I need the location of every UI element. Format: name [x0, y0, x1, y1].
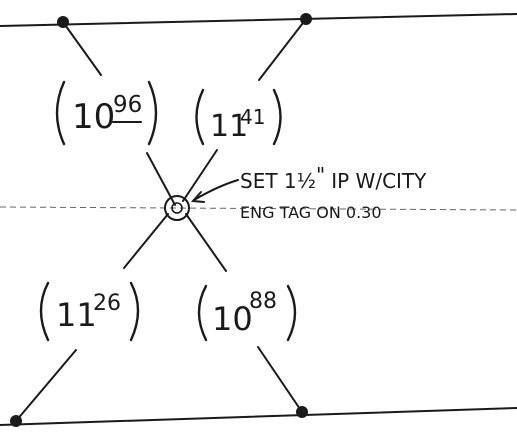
monument-note: SET 1½"IP W/CITY ENG TAG ON 0.30 — [240, 163, 427, 222]
tie-lr-fraction: 88 — [249, 289, 277, 314]
tie-upper-right-outer — [258, 18, 307, 81]
tie-lr-whole: 10 — [212, 300, 253, 338]
tie-upper-left-outer — [62, 21, 102, 76]
tie-ll-fraction: 26 — [93, 291, 121, 316]
tie-ul-whole: 10 — [72, 97, 115, 137]
note-arrow — [193, 179, 239, 201]
tie-lower-left-outer — [15, 349, 77, 422]
tie-label-lower-right: 10 88 — [197, 284, 297, 342]
tie-label-upper-right: 11 41 — [195, 88, 282, 146]
tie-lower-right-outer — [257, 346, 303, 413]
monument-note-line2: ENG TAG ON 0.30 — [240, 203, 382, 222]
monument-inner-circle — [171, 202, 183, 214]
tie-label-upper-left: 10 96 — [55, 80, 158, 146]
note-line1-post: IP W/CITY — [331, 169, 427, 193]
tie-label-lower-left: 11 26 — [39, 281, 140, 342]
top-boundary-line — [0, 13, 517, 27]
tie-ul-fraction: 96 — [113, 92, 142, 118]
tie-lower-right-inner — [185, 213, 227, 272]
tie-upper-left-inner — [146, 152, 176, 206]
monument-outer-circle — [164, 195, 190, 221]
center-dashed-line — [0, 206, 517, 211]
bottom-boundary-line — [0, 407, 517, 426]
note-line1-fraction: ½ — [297, 169, 316, 193]
note-line1-inch: " — [316, 163, 325, 187]
note-arrow-head — [190, 191, 205, 203]
tie-ll-whole: 11 — [56, 296, 97, 334]
tie-ur-fraction: 41 — [240, 105, 265, 129]
note-line1-pre: SET 1 — [240, 169, 297, 193]
tie-upper-right-inner — [182, 149, 218, 202]
tie-ur-whole: 11 — [210, 109, 248, 144]
tie-lower-left-inner — [123, 213, 169, 269]
monument-note-line1: SET 1½"IP W/CITY — [240, 163, 427, 193]
tie-lines — [15, 18, 307, 422]
